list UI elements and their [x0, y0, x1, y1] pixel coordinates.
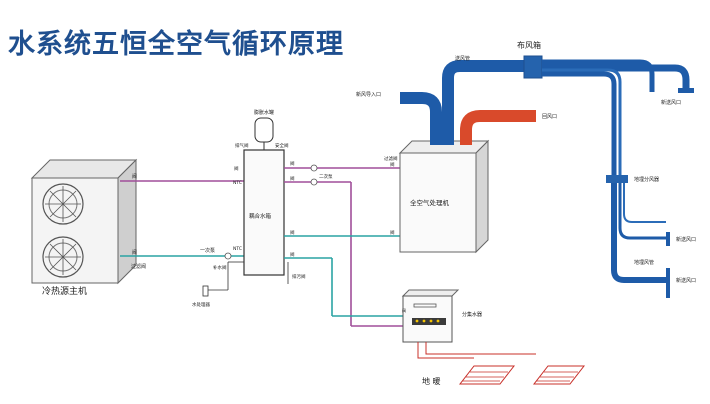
- floor-pipe-label: 地埋风管: [634, 259, 654, 266]
- return-air-inlet-label: 回风口: [542, 114, 557, 120]
- supply-outlet-icon: [678, 88, 694, 93]
- valve-label: 阀: [132, 173, 137, 180]
- expansion-tank: [254, 117, 274, 143]
- secondary-pump-icon: [310, 164, 318, 172]
- fresh-air-inlet-duct: [400, 92, 442, 145]
- return-air-duct: [460, 110, 536, 145]
- ntc-label: NTC: [233, 180, 242, 186]
- supply-pipe-label: 送风管: [455, 55, 470, 62]
- valve-label: 阀: [234, 165, 239, 172]
- buffer-tank-label: 耦合水箱: [249, 212, 272, 220]
- water-treatment-label: 水处理器: [192, 301, 210, 308]
- valve-label: 阀: [290, 229, 295, 236]
- supply-outlet-icon: [666, 268, 670, 298]
- expansion-tank-label: 膨胀水罐: [254, 109, 274, 116]
- fan-icon: [42, 183, 84, 225]
- floor-heating-label: 地 暖: [422, 376, 441, 386]
- outlet-label: 新送风口: [676, 277, 696, 284]
- ntc-label: NTC: [233, 246, 242, 252]
- secondary-pump-label: 二次泵: [319, 173, 333, 180]
- primary-pump-icon: [224, 252, 232, 260]
- valve-label: 阀: [390, 161, 395, 168]
- air-distribution-box: [523, 55, 543, 79]
- makeup-valve-label: 补水阀: [213, 264, 227, 271]
- drain-valve-label: 排污阀: [292, 273, 306, 280]
- ahu-label: 全空气处理机: [410, 198, 450, 207]
- valve-label: 阀: [390, 229, 395, 236]
- primary-pump-label: 一次泵: [200, 247, 215, 254]
- supply-air-duct: [442, 60, 524, 145]
- heat-pump-label: 冷热源主机: [42, 285, 87, 297]
- floor-vent-box-label: 地埋分风器: [634, 176, 659, 183]
- buffer-tank: [243, 149, 285, 276]
- valve-label: 阀: [402, 307, 406, 313]
- exhaust-valve-label: 排气阀: [235, 142, 249, 149]
- floor-heating-coil: [458, 365, 516, 385]
- valve-label: 阀: [290, 175, 295, 182]
- safety-valve-label: 安全阀: [275, 142, 289, 149]
- supply-outlet-icon: [666, 232, 670, 246]
- manifold-cabinet: [401, 289, 460, 343]
- air-box-label: 布风箱: [517, 40, 541, 50]
- fan-icon: [42, 236, 84, 278]
- filter-valve-label: 过滤阀: [131, 263, 146, 270]
- fresh-air-inlet-label: 新风导入口: [356, 91, 381, 98]
- valve-label: 阀: [290, 251, 295, 258]
- outlet-label: 新送风口: [676, 236, 696, 243]
- valve-label: 阀: [290, 160, 295, 167]
- secondary-pump-icon: [310, 178, 318, 186]
- manifold-label: 分集水器: [462, 311, 482, 318]
- water-treatment-icon: [202, 285, 209, 297]
- page-title: 水系统五恒全空气循环原理: [8, 29, 344, 60]
- air-handling-unit: [398, 139, 490, 254]
- valve-label: 阀: [132, 249, 137, 256]
- heat-pump-unit: [30, 158, 138, 285]
- outlet-label: 新送风口: [661, 99, 681, 106]
- filter-valve-label: 过滤阀: [384, 155, 398, 162]
- floor-heating-coil: [532, 365, 586, 385]
- floor-vent-box: [606, 175, 628, 183]
